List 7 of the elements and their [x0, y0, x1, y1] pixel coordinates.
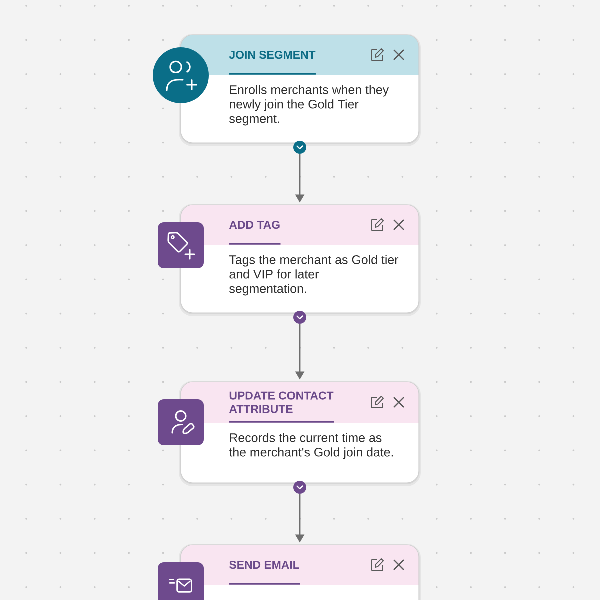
- card-description: Records the current time as the merchant's Gold join date.: [229, 433, 394, 460]
- card-title: JOIN SEGMENT: [229, 50, 316, 60]
- card-title: UPDATE CONTACT ATTRIBUTE: [229, 392, 334, 414]
- card-title: SEND EMAIL: [230, 560, 300, 570]
- card-description: Enrolls merchants when they newly join the Gold Tier segment.: [230, 85, 390, 126]
- card-title: ADD TAG: [229, 220, 280, 230]
- card-description: Tags the merchant as Gold tier and VIP for later segmentation.: [229, 255, 399, 296]
